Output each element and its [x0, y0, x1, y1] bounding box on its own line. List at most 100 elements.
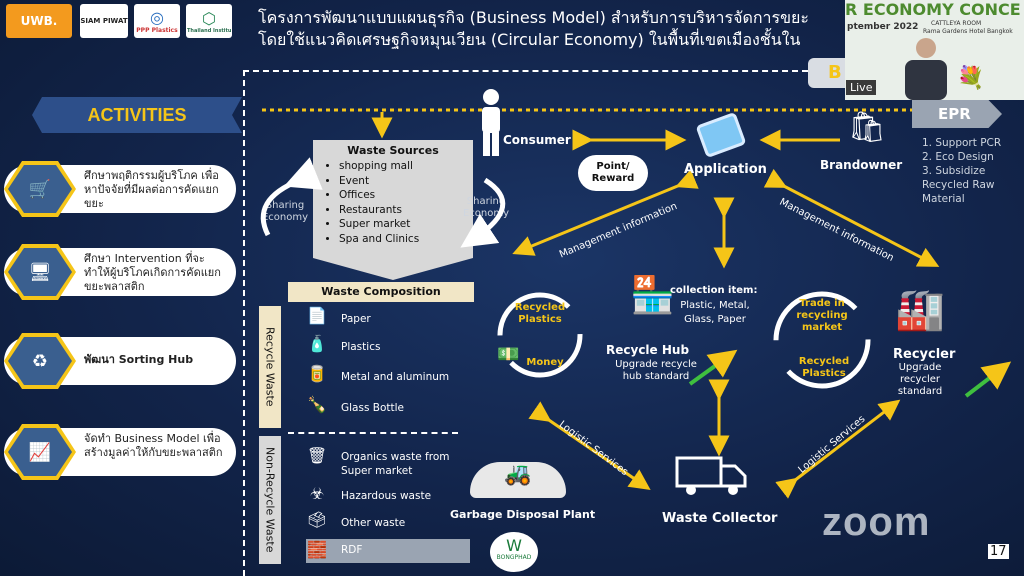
bangphad-logo: W BONGPHAD — [490, 532, 538, 572]
live-video-feed[interactable]: R ECONOMY CONCE ptember 2022 CATTLEYA RO… — [845, 0, 1024, 100]
mgmt-info-right-arrow — [763, 168, 940, 267]
recycle-item-paper: Paper — [341, 313, 371, 325]
activity-item-1: 🛒 ศึกษาพฤติกรรมผู้บริโภค เพื่อหาปัจจัยที… — [4, 161, 236, 217]
logo-siam-piwat: SIAM PIWAT — [80, 4, 128, 38]
logo-packaging-institute: ⬡ Thailand Institute of Packaging — [186, 4, 232, 38]
logistic-left-arrow — [528, 401, 651, 490]
epr-item: 2. Eco Design — [922, 151, 994, 163]
composition-divider — [288, 432, 458, 434]
epr-item: 3. Subsidize Recycled Raw Material — [922, 165, 995, 205]
video-venue-2: Rama Gardens Hotel Bangkok — [923, 28, 1013, 35]
waste-collector-label: Waste Collector — [662, 511, 778, 526]
truck-icon — [675, 452, 747, 496]
recycle-item-metal: Metal and aluminum — [341, 371, 450, 383]
recycle-hub-label: Recycle Hub — [606, 343, 690, 357]
waste-source-item: shopping mall — [339, 159, 473, 174]
consumer-figure-icon — [472, 88, 510, 158]
epr-item: 1. Support PCR — [922, 137, 1002, 149]
collection-item-list: Plastic, Metal, Glass, Paper — [680, 300, 750, 325]
consumer-label: Consumer — [503, 133, 571, 147]
waste-sources-title: Waste Sources — [347, 144, 439, 157]
waste-sources-list: shopping mall Event Offices Restaurants … — [339, 159, 473, 246]
logistic-right-arrow — [775, 399, 901, 499]
hub-upgrade-arrow — [688, 349, 738, 386]
can-icon: 🥫 — [307, 364, 327, 383]
b-partial-banner: B — [808, 58, 848, 88]
video-date: ptember 2022 — [847, 22, 919, 32]
activity-text-2: ศึกษา Intervention ที่จะทำให้ผู้บริโภคเก… — [84, 252, 221, 293]
activities-banner: ACTIVITIES — [32, 97, 242, 133]
recycle-item-plastics: Plastics — [341, 341, 381, 353]
waste-source-item: Event — [339, 174, 473, 189]
activity-hex-3: ♻ — [4, 333, 76, 389]
point-reward-bubble: Point/ Reward — [578, 155, 648, 191]
rdf-bar — [306, 539, 470, 563]
epr-tag: EPR — [912, 100, 1002, 128]
organic-bin-icon: 🗑 — [306, 446, 328, 465]
paper-icon: 📄 — [307, 306, 327, 325]
brandowner-icon: 🛍 — [848, 110, 887, 145]
non-recycle-item-organics: Organics waste from Super market — [341, 451, 450, 477]
garbage-plant-label: Garbage Disposal Plant — [450, 508, 596, 521]
brandowner-label: Brandowner — [820, 158, 903, 172]
non-recycle-item-hazardous: Hazardous waste — [341, 490, 432, 502]
recycled-plastics-right: Recycled Plastics — [798, 356, 850, 379]
activity-item-4: 📈 จัดทำ Business Model เพื่อสร้างมูลค่าใ… — [4, 424, 236, 480]
rdf-icon: 🧱 — [307, 540, 327, 559]
video-banner-text: R ECONOMY CONCE — [845, 0, 1021, 19]
activity-item-3: ♻ พัฒนา Sorting Hub — [4, 333, 236, 389]
slide-title-line2: โดยใช้แนวคิดเศรษฐกิจหมุนเวียน (Circular … — [258, 30, 801, 49]
recycle-item-glass: Glass Bottle — [341, 402, 405, 414]
logo-uwb: UWB. — [6, 4, 72, 38]
plastic-bottle-icon: 🧴 — [307, 334, 327, 353]
activity-text-4: จัดทำ Business Model เพื่อสร้างมูลค่าให้… — [84, 432, 223, 459]
recycler-label: Recycler — [893, 347, 956, 362]
money-label: Money — [526, 357, 564, 368]
logo-ppp-plastics: ◎ PPP Plastics — [134, 4, 180, 38]
recycled-plastics-left: Recycled Plastics — [514, 302, 566, 325]
other-waste-icon: 🗳 — [306, 510, 328, 529]
activity-text-3: พัฒนา Sorting Hub — [84, 353, 194, 366]
recycle-hub-icon: 🏪 — [630, 275, 675, 316]
activity-text-1: ศึกษาพฤติกรรมผู้บริโภค เพื่อหาปัจจัยที่ม… — [84, 169, 219, 210]
recycler-upgrade-arrow — [964, 361, 1012, 398]
zoom-watermark: zoom — [822, 500, 931, 544]
activity-hex-4: 📈 — [4, 424, 76, 480]
non-recycle-item-rdf: RDF — [341, 544, 363, 556]
mgmt-info-left-arrow — [512, 169, 699, 256]
recycle-waste-label: Recycle Waste — [259, 306, 281, 428]
waste-composition-title: Waste Composition — [288, 282, 474, 302]
garbage-plant-icon: 🚜 — [470, 462, 566, 498]
waste-sources-arrow — [313, 258, 473, 280]
slide-title-line1: โครงการพัฒนาแบบแผนธุรกิจ (Business Model… — [258, 8, 810, 27]
recycler-sub: Upgrade recycler standard — [897, 362, 943, 397]
video-venue-1: CATTLEYA ROOM — [931, 20, 982, 27]
collection-item-title: collection item: — [670, 285, 758, 296]
application-label: Application — [684, 162, 767, 177]
sharing-economy-left: Sharing Economy — [261, 200, 309, 223]
sharing-curve-right — [460, 177, 506, 248]
sharing-curve-left — [260, 157, 323, 237]
flower-decoration: 💐 — [957, 66, 985, 91]
left-cycle-ring — [497, 292, 583, 378]
right-cycle-ring — [773, 291, 871, 389]
sharing-economy-right: Sharing Economy — [462, 196, 510, 219]
waste-sources-box: Waste Sources shopping mall Event Office… — [313, 140, 473, 258]
factory-icon: 🏭 — [895, 287, 945, 333]
waste-source-item: Super market — [339, 217, 473, 232]
live-indicator: Live — [846, 80, 877, 95]
waste-source-item: Restaurants — [339, 203, 473, 218]
non-recycle-waste-label: Non-Recycle Waste — [259, 436, 281, 564]
glass-bottle-icon: 🍾 — [307, 395, 327, 414]
epr-list: 1. Support PCR 2. Eco Design 3. Subsidiz… — [922, 136, 1014, 206]
money-icon: 💵 — [497, 344, 520, 365]
trade-recycling-market: Trade in recycling market — [796, 298, 848, 333]
waste-source-item: Spa and Clinics — [339, 232, 473, 247]
page-number: 17 — [988, 544, 1009, 559]
non-recycle-item-other: Other waste — [341, 517, 406, 529]
recycle-hub-sub: Upgrade recycle hub standard — [615, 359, 697, 382]
waste-source-item: Offices — [339, 188, 473, 203]
speaker-figure — [901, 34, 951, 100]
